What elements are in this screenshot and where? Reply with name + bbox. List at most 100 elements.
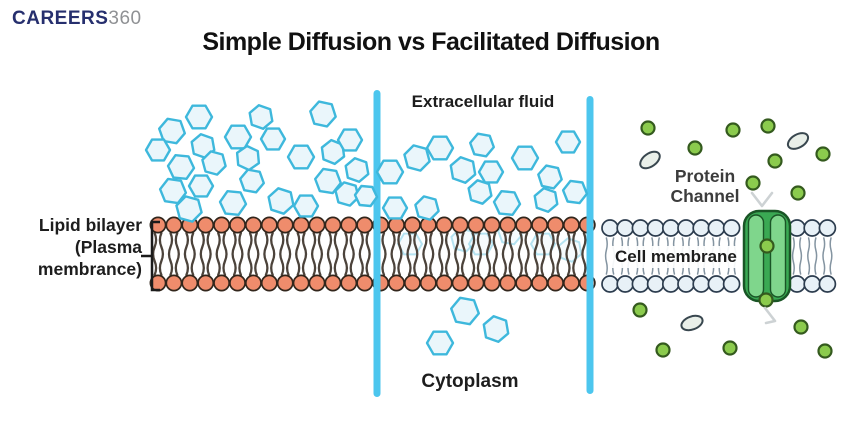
lipid-head xyxy=(340,216,358,234)
membrane-head xyxy=(788,219,806,237)
lipid-tail xyxy=(158,231,165,277)
hexagon-molecule xyxy=(403,144,431,172)
membrane-head xyxy=(661,275,680,293)
solute-dot xyxy=(793,319,809,335)
hexagon-molecule xyxy=(336,128,364,152)
lipid-tail xyxy=(438,231,444,277)
lipid-tail xyxy=(524,231,530,277)
lipid-tail xyxy=(183,231,190,277)
lipid-head xyxy=(515,274,533,292)
membrane-head xyxy=(803,219,822,237)
lipid-head xyxy=(324,274,342,292)
membrane-head xyxy=(707,219,726,237)
membrane-head xyxy=(677,275,695,293)
lipid-tail xyxy=(342,231,349,277)
lipid-head xyxy=(229,274,246,292)
lipid-head xyxy=(419,274,437,292)
lipid-head xyxy=(356,274,374,292)
hexagon-molecule xyxy=(314,167,342,195)
lipid-tail xyxy=(501,231,508,277)
lipid-tail xyxy=(517,231,523,277)
lipid-head xyxy=(403,216,421,234)
membrane-head xyxy=(692,275,711,293)
membrane-tail xyxy=(814,237,818,275)
lipid-tail xyxy=(263,231,269,277)
membrane-tail xyxy=(807,237,811,275)
hexagon-molecule xyxy=(238,168,265,194)
membrane-head xyxy=(803,275,822,293)
solute-dot xyxy=(745,175,761,191)
lipid-head xyxy=(181,274,199,292)
membrane-head xyxy=(646,275,665,293)
lipid-tail xyxy=(190,231,196,277)
lipid-tail xyxy=(381,231,387,277)
hexagon-molecule xyxy=(187,174,215,198)
lipid-head xyxy=(547,216,564,234)
hexagon-molecule xyxy=(537,164,563,190)
lipid-head xyxy=(260,216,278,234)
lipid-head xyxy=(213,274,231,292)
solute-dot xyxy=(687,140,703,156)
lipid-head xyxy=(165,216,183,234)
lipid-tail xyxy=(581,231,587,277)
hexagon-molecule xyxy=(309,100,337,128)
lipid-tail xyxy=(565,231,571,277)
lipid-tail xyxy=(231,231,237,277)
membrane-head xyxy=(818,275,837,293)
lipid-tail xyxy=(206,231,212,277)
membrane-head xyxy=(722,219,741,237)
solute-dot xyxy=(815,146,831,162)
lipid-head xyxy=(388,216,405,234)
lipid-tail xyxy=(254,231,260,277)
solute-dot xyxy=(817,343,833,359)
lipid-head xyxy=(308,274,326,292)
membrane-tail xyxy=(799,237,803,275)
membrane-tail xyxy=(829,237,833,275)
hexagon-molecule xyxy=(267,187,295,215)
lipid-tail xyxy=(151,231,158,277)
membrane-tail xyxy=(822,237,826,275)
lipid-tail xyxy=(238,231,244,277)
lipid-tail xyxy=(174,231,180,277)
panel-divider-line xyxy=(373,90,381,397)
membrane-head xyxy=(788,275,806,293)
hexagon-molecule xyxy=(157,117,187,145)
panel-divider-line xyxy=(586,96,594,394)
lipid-bilayer-label: Lipid bilayer (Plasma membrance) xyxy=(37,215,142,279)
hexagon-molecule xyxy=(144,138,172,162)
hexagon-molecule xyxy=(344,156,370,184)
hexagon-molecule xyxy=(201,150,227,176)
page-title: Simple Diffusion vs Facilitated Diffusio… xyxy=(202,28,660,56)
membrane-head xyxy=(677,219,695,237)
lipid-head xyxy=(197,274,215,292)
hexagon-molecule xyxy=(482,315,510,343)
lipid-tail xyxy=(444,231,451,277)
hexagon-molecule xyxy=(449,155,477,185)
lipid-tail xyxy=(454,231,460,277)
solute-dot xyxy=(725,122,741,138)
lipid-tail xyxy=(469,231,476,277)
solute-dot xyxy=(759,238,775,254)
hexagon-molecule xyxy=(235,144,261,172)
lipid-tail xyxy=(540,231,546,277)
lipid-head xyxy=(562,274,580,292)
lipid-tail xyxy=(422,231,428,277)
cytoplasm-label: Cytoplasm xyxy=(421,371,519,392)
cell-membrane-label: Cell membrane xyxy=(612,246,740,268)
lipid-tail xyxy=(397,231,403,277)
lipid-head xyxy=(467,274,485,292)
lipid-head xyxy=(244,216,262,234)
membrane-head xyxy=(692,219,711,237)
ellipse-molecule xyxy=(786,132,810,150)
hexagon-molecule xyxy=(166,153,196,181)
solute-dot xyxy=(655,342,671,358)
logo-suffix-text: 360 xyxy=(108,8,142,29)
lipid-head xyxy=(292,274,310,292)
hexagon-molecule xyxy=(414,195,440,221)
hexagon-molecule xyxy=(184,104,214,130)
lipid-head xyxy=(499,216,517,234)
lipid-tail xyxy=(326,231,333,277)
membrane-head xyxy=(601,219,619,237)
solute-dot xyxy=(722,340,738,356)
